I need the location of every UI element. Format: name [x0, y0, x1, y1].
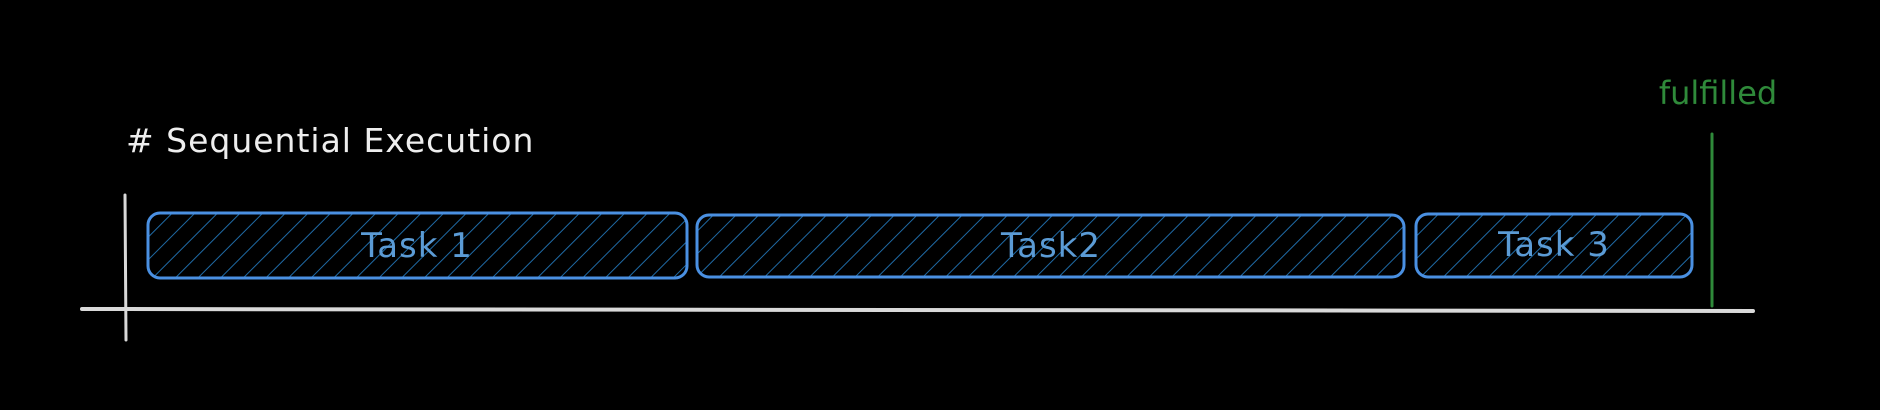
fulfilled-label: fulfilled	[1659, 74, 1777, 112]
task-2-bar	[695, 213, 1406, 279]
task-3-bar	[1414, 212, 1694, 279]
task-1-bar	[146, 211, 689, 280]
task-block-2: Task2	[695, 213, 1406, 279]
task-block-3: Task 3	[1414, 212, 1694, 279]
task-2-label: Task2	[1000, 226, 1101, 266]
diagram-title: # Sequential Execution	[126, 121, 534, 160]
y-axis	[123, 193, 128, 342]
x-axis	[80, 307, 1755, 313]
task-1-label: Task 1	[360, 226, 473, 266]
task-3-label: Task 3	[1497, 225, 1610, 265]
task-block-1: Task 1	[146, 211, 689, 280]
